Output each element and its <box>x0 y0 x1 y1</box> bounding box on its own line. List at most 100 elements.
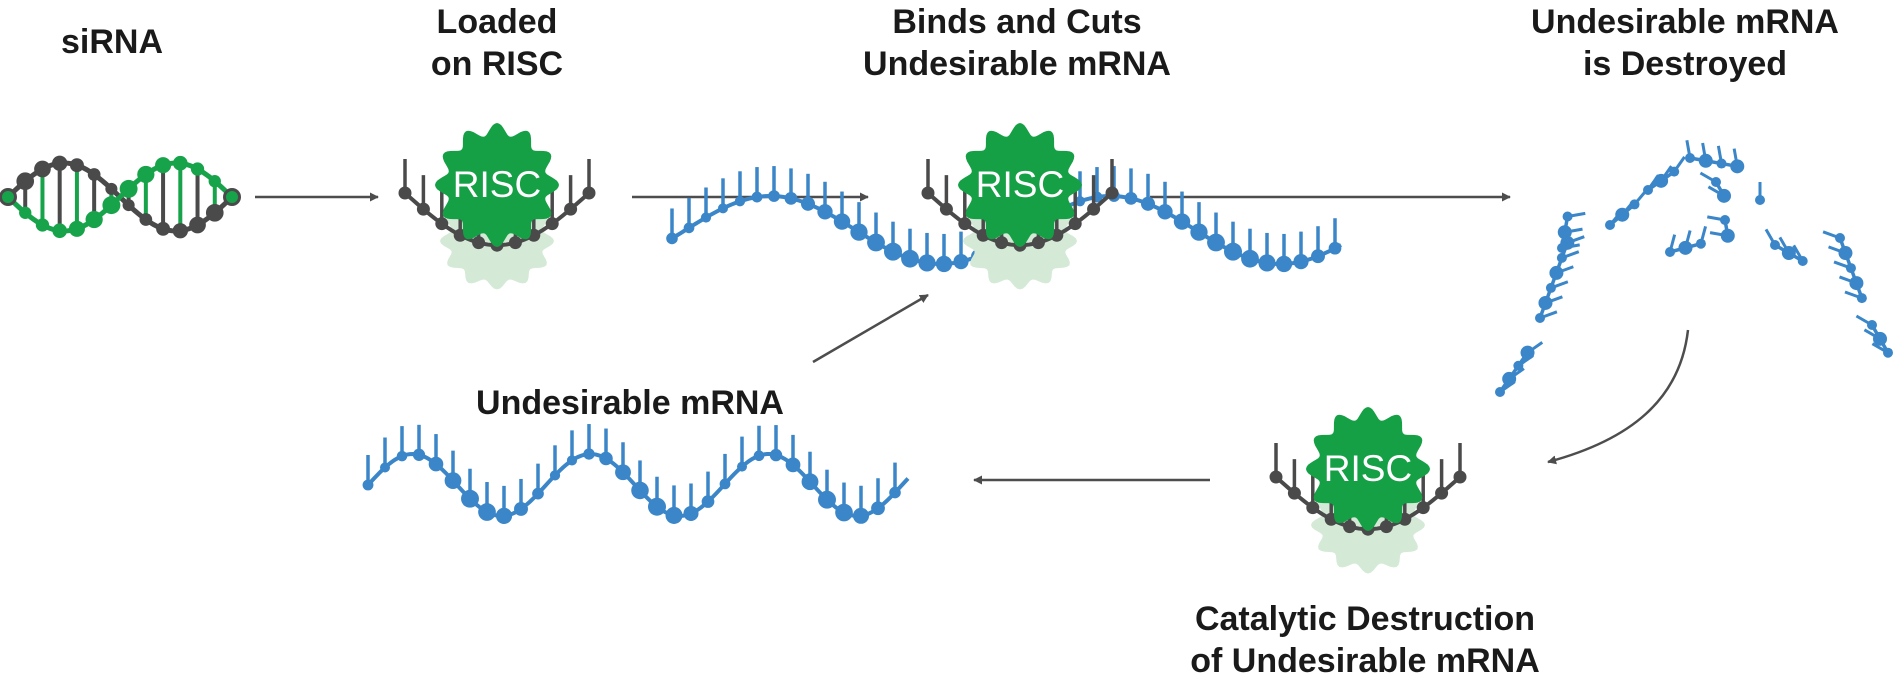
nucleotide <box>1678 240 1693 255</box>
nucleotide <box>599 451 613 466</box>
label-sirna-line-1: siRNA <box>61 23 163 61</box>
nucleotide <box>1665 247 1675 257</box>
nucleotide <box>1698 153 1713 168</box>
nucleotide <box>1140 196 1156 211</box>
nucleotide <box>52 155 68 171</box>
mrna-fragment <box>1535 235 1585 323</box>
nucleotide <box>1654 173 1669 188</box>
nucleotide <box>85 210 103 229</box>
nucleotide <box>1435 486 1449 500</box>
risc-icon <box>1306 407 1430 531</box>
nucleotide <box>1306 501 1320 515</box>
nucleotide <box>1781 246 1796 260</box>
label-destroyed-line-1: Undesirable mRNA <box>1531 3 1839 41</box>
nucleotide <box>1873 331 1887 346</box>
mrna-strand-free <box>362 424 910 524</box>
nucleotide <box>156 221 171 236</box>
nucleotide <box>1520 345 1535 360</box>
nucleotide <box>1717 188 1731 203</box>
mrna-fragment <box>1755 182 1765 205</box>
nucleotide <box>1711 177 1721 187</box>
nucleotide <box>1845 263 1856 274</box>
nucleotide <box>532 487 544 500</box>
nucleotide <box>901 249 919 268</box>
nucleotide <box>800 196 816 211</box>
nucleotide <box>1207 233 1225 252</box>
nucleotide <box>1502 371 1517 386</box>
nucleotide <box>122 199 135 212</box>
arrow-destroyed-to-catalytic <box>1547 329 1690 465</box>
nucleotide <box>412 448 426 461</box>
risc-label: RISC <box>1324 448 1412 489</box>
nucleotide <box>1562 211 1573 222</box>
nucleotide <box>379 462 391 473</box>
label-catalytic-line-1: Catalytic Destruction <box>1195 600 1535 638</box>
label-loaded-line-2: on RISC <box>431 45 563 83</box>
nucleotide <box>1867 320 1877 330</box>
nucleotide <box>1031 236 1045 250</box>
nucleotide <box>190 162 205 176</box>
label-undesirable-mrna: Undesirable mRNA <box>476 384 784 422</box>
nucleotide <box>935 255 953 273</box>
nucleotide <box>852 507 870 524</box>
nucleotide <box>514 501 528 516</box>
nucleotide <box>1343 520 1357 534</box>
nucleotide <box>444 472 462 490</box>
nucleotide <box>52 223 68 239</box>
nucleotide <box>1883 347 1893 358</box>
nucleotide <box>1173 213 1191 230</box>
mrna-fragment <box>1685 140 1745 174</box>
nucleotide <box>105 182 118 195</box>
label-destroyed-line-2: is Destroyed <box>1583 45 1787 83</box>
nucleotide <box>1556 252 1567 263</box>
nucleotide <box>683 222 695 234</box>
label-binds-line-2: Undesirable mRNA <box>863 45 1171 83</box>
nucleotide <box>615 464 631 481</box>
nucleotide <box>566 455 578 466</box>
mrna-fragments <box>1495 140 1893 397</box>
nucleotide <box>717 203 729 214</box>
risc-complex-catalytic: RISC <box>1269 407 1467 574</box>
nucleotide <box>68 220 85 237</box>
label-catalytic-line-2: of Undesirable mRNA <box>1190 642 1540 680</box>
nucleotide <box>582 186 596 200</box>
nucleotide <box>1720 215 1730 225</box>
nucleotide <box>362 479 374 491</box>
nucleotide <box>2 191 14 203</box>
nucleotide <box>472 236 486 250</box>
nucleotide <box>461 489 479 508</box>
nucleotide <box>818 490 836 509</box>
nucleotide <box>208 175 221 188</box>
nucleotide <box>1074 196 1086 207</box>
label-loaded-line-1: Loaded <box>437 3 558 41</box>
nucleotide <box>1224 242 1242 261</box>
risc-icon <box>435 123 559 247</box>
fragment-backbone <box>1689 156 1738 169</box>
nucleotide <box>1720 228 1735 243</box>
nucleotide <box>995 236 1009 250</box>
nucleotide <box>1755 195 1765 205</box>
nucleotide <box>1293 254 1309 270</box>
nucleotide <box>889 486 901 499</box>
nucleotide <box>119 179 138 198</box>
mrna-fragment <box>1495 341 1544 397</box>
risc-icon <box>958 123 1082 247</box>
nucleotide <box>1770 240 1780 250</box>
risc-complex-binding: RISC <box>921 123 1119 290</box>
nucleotide <box>1669 166 1680 177</box>
nucleotide <box>34 160 51 178</box>
nucleotide <box>1545 282 1556 293</box>
nucleotide <box>683 505 699 522</box>
fragment-backbone <box>1498 351 1529 394</box>
nucleotide <box>700 212 712 223</box>
nucleotide <box>139 213 153 226</box>
risc-complex-loaded: RISC <box>398 123 596 290</box>
nucleotide <box>508 236 522 250</box>
nucleotide <box>1495 387 1505 397</box>
nucleotide <box>1605 220 1615 230</box>
nucleotide <box>719 478 731 490</box>
nucleotide <box>583 448 595 460</box>
nucleotide <box>435 217 449 231</box>
nucleotide <box>1615 207 1630 222</box>
nucleotide <box>1068 217 1082 231</box>
